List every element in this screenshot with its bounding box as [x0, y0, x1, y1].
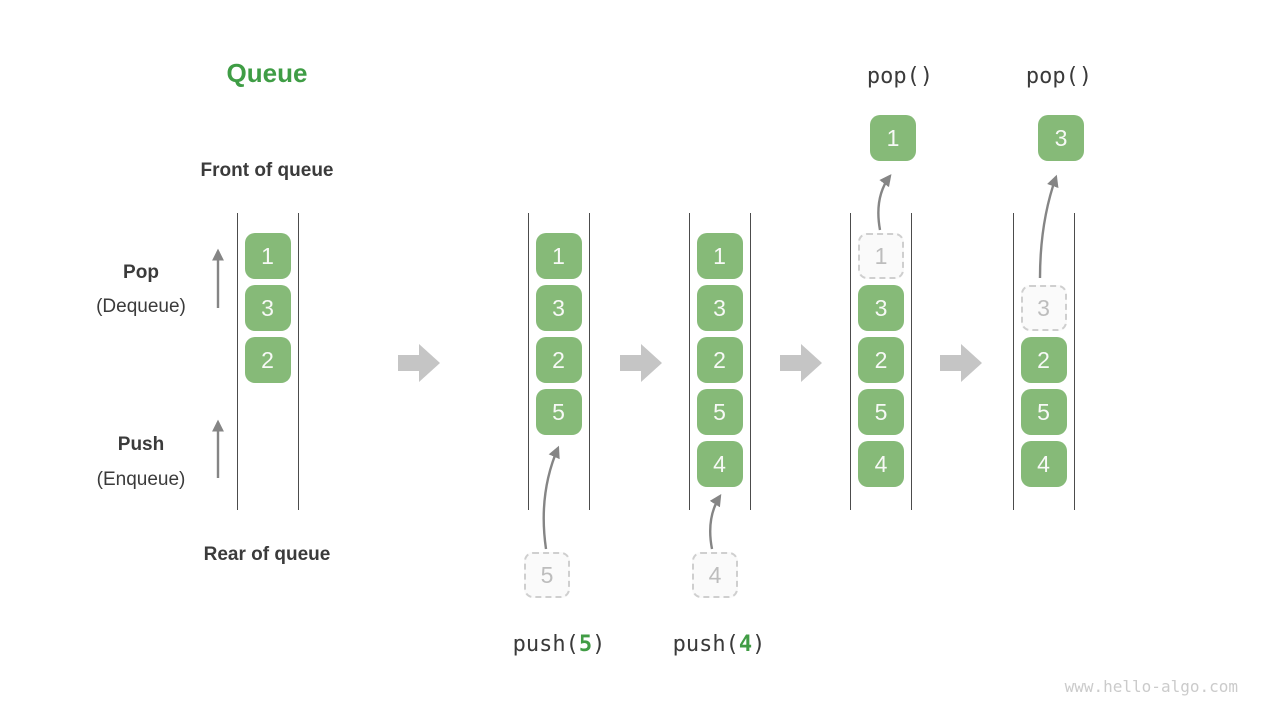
state-4-box-slot4-value: 4 — [874, 450, 888, 477]
state-2-box-slot0-value: 1 — [552, 242, 565, 269]
state-2-box-slot1-value: 3 — [552, 294, 565, 321]
state-5-column — [1012, 213, 1075, 510]
state-5-box-slot2: 2 — [1020, 337, 1067, 383]
state-3-box-slot1-value: 3 — [713, 294, 726, 321]
state-4-box-slot2-value: 2 — [874, 346, 888, 373]
state-3-op-suffix: ) — [752, 632, 766, 657]
state-1-box-slot1-value: 3 — [261, 294, 274, 321]
state-4-box-slot1-value: 3 — [874, 294, 888, 321]
state-3-box-slot4: 4 — [696, 441, 743, 487]
enqueue-label: (Enqueue) — [96, 469, 186, 490]
state-3-op-prefix: push( — [672, 632, 739, 657]
state-2-incoming-box-value: 5 — [540, 561, 554, 588]
state-2-op-suffix: ) — [592, 632, 606, 657]
diagram-title: Queue — [226, 58, 308, 88]
state-5-box-slot3: 5 — [1020, 389, 1067, 435]
state-4-box-removed: 1 — [858, 233, 904, 279]
state-2-box-slot0: 1 — [535, 233, 582, 279]
state-3-box-slot4-value: 4 — [713, 450, 726, 477]
push-label: Push — [117, 434, 165, 455]
state-3-incoming-box-value: 4 — [708, 561, 722, 588]
state-4-column — [850, 213, 912, 510]
state-2-box-slot2: 2 — [535, 337, 582, 383]
state-3-column — [688, 213, 751, 510]
state-3-box-slot0-value: 1 — [713, 242, 726, 269]
state-4-box-removed-value: 1 — [874, 242, 888, 269]
state-5-popped-box: 3 — [1038, 115, 1084, 161]
state-4-operation-label: pop() — [866, 64, 934, 89]
dequeue-label: (Dequeue) — [96, 296, 186, 317]
state-1-box-slot2: 2 — [244, 337, 291, 383]
state-5-box-removed: 3 — [1020, 285, 1067, 331]
state-4-popped-box-value: 1 — [886, 124, 900, 151]
state-5-box-removed-value: 3 — [1037, 294, 1050, 321]
flow-arrow-icon — [940, 344, 982, 382]
state-4-box-slot4: 4 — [858, 441, 904, 487]
flow-arrow-icon — [620, 344, 662, 382]
state-5-box-slot2-value: 2 — [1037, 346, 1050, 373]
state-2-box-slot3: 5 — [535, 389, 582, 435]
state-1-box-slot1: 3 — [244, 285, 291, 331]
state-5-box-slot3-value: 5 — [1037, 398, 1050, 425]
state-2-op-prefix: push( — [512, 632, 579, 657]
state-5-operation-label: pop() — [1025, 64, 1093, 89]
pop-label: Pop — [123, 262, 159, 283]
state-1-box-slot0-value: 1 — [261, 242, 274, 269]
state-3-box-slot2-value: 2 — [713, 346, 726, 373]
state-5-box-slot4-value: 4 — [1037, 450, 1050, 477]
state-2-op-arg: 5 — [578, 632, 593, 657]
state-4-box-slot2: 2 — [858, 337, 904, 383]
state-2-box-slot2-value: 2 — [552, 346, 565, 373]
state-3-box-slot2: 2 — [696, 337, 743, 383]
rear-of-queue-label: Rear of queue — [203, 544, 331, 565]
state-2-box-slot1: 3 — [535, 285, 582, 331]
state-3-op-arg: 4 — [738, 632, 753, 657]
state-1-column — [236, 213, 299, 510]
state-3-box-slot3: 5 — [696, 389, 743, 435]
state-5-box-slot4: 4 — [1020, 441, 1067, 487]
state-4-box-slot3-value: 5 — [874, 398, 888, 425]
state-4-box-slot1: 3 — [858, 285, 904, 331]
state-4-popped-box: 1 — [870, 115, 916, 161]
state-3-box-slot1: 3 — [696, 285, 743, 331]
state-4-box-slot3: 5 — [858, 389, 904, 435]
flow-arrow-icon — [780, 344, 822, 382]
state-2-operation-label: push(5) — [513, 632, 606, 657]
state-2-incoming-box: 5 — [524, 552, 570, 598]
state-3-box-slot0: 1 — [696, 233, 743, 279]
state-1-box-slot2-value: 2 — [261, 346, 274, 373]
front-of-queue-label: Front of queue — [200, 160, 334, 181]
state-1-box-slot0: 1 — [244, 233, 291, 279]
state-3-box-slot3-value: 5 — [713, 398, 726, 425]
flow-arrow-icon — [398, 344, 440, 382]
state-2-column — [527, 213, 590, 510]
state-3-operation-label: push(4) — [673, 632, 766, 657]
watermark: www.hello-algo.com — [1064, 677, 1238, 696]
state-2-box-slot3-value: 5 — [552, 398, 565, 425]
state-3-incoming-box: 4 — [692, 552, 738, 598]
state-5-popped-box-value: 3 — [1054, 124, 1068, 151]
